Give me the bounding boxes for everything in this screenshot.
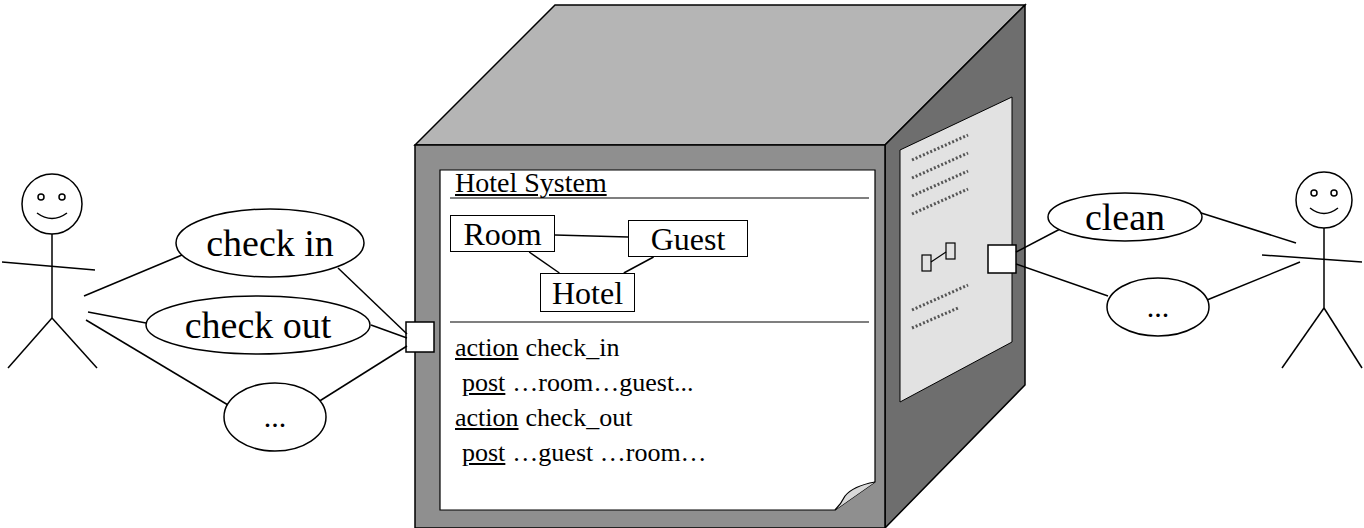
use-case-label: ... <box>223 382 327 452</box>
port-square <box>406 322 434 352</box>
association-line <box>529 252 559 273</box>
keyword: post <box>462 438 505 467</box>
use-case-ellipse: check in <box>175 208 365 278</box>
keyword: post <box>462 368 505 397</box>
keyword: action <box>455 403 519 432</box>
system-spec-sheet: Hotel Systemactioncheck_inpost…room…gues… <box>440 170 875 510</box>
system-title: Hotel System <box>455 168 607 198</box>
spec-line: post…guest …room… <box>462 438 707 468</box>
class-name: Room <box>463 218 541 250</box>
use-case-ellipse: ... <box>1106 277 1210 337</box>
spec-line: actioncheck_in <box>455 333 619 363</box>
spec-line: actioncheck_out <box>455 403 632 433</box>
class-name: Guest <box>651 223 726 255</box>
class-name: Hotel <box>552 277 623 309</box>
use-case-label: clean <box>1047 192 1203 242</box>
spec-text: …room…guest... <box>512 368 693 397</box>
class-box: Guest <box>628 220 748 257</box>
association-line <box>555 235 628 237</box>
keyword: action <box>455 333 519 362</box>
spec-text: …guest …room… <box>512 438 706 467</box>
use-case-label: check out <box>145 295 371 355</box>
use-case-label: ... <box>1106 277 1210 337</box>
class-box: Hotel <box>540 273 635 312</box>
use-case-label: check in <box>175 208 365 278</box>
spec-text: check_in <box>526 333 620 362</box>
port-square <box>988 245 1016 273</box>
actor-figure <box>2 174 97 368</box>
system-cube <box>415 5 1025 528</box>
association-line <box>624 257 654 273</box>
class-box: Room <box>450 215 555 252</box>
use-case-ellipse: check out <box>145 295 371 355</box>
spec-text: check_out <box>526 403 633 432</box>
spec-line: post…room…guest... <box>462 368 694 398</box>
use-case-ellipse: ... <box>223 382 327 452</box>
actor-figure <box>1262 172 1362 368</box>
use-case-ellipse: clean <box>1047 192 1203 242</box>
